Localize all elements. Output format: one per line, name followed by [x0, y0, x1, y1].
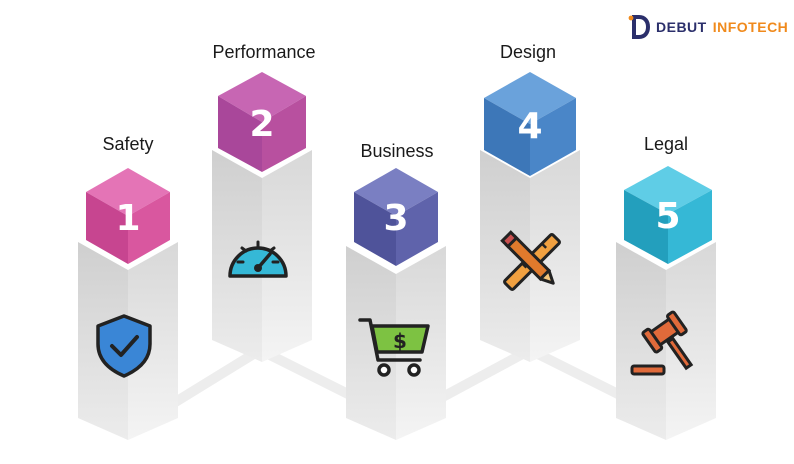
pillar-number: 1 — [115, 198, 140, 239]
pillar-label-business: Business — [360, 141, 434, 161]
pillar-label-design: Design — [499, 42, 557, 62]
pillar-number: 4 — [517, 106, 542, 147]
pillar-number: 3 — [383, 198, 408, 239]
pillar-label-performance: Performance — [212, 42, 316, 62]
pillar-4: 4 — [480, 72, 580, 362]
shield-check-icon — [96, 314, 152, 378]
pencil-ruler-icon — [500, 230, 561, 291]
cube-4: 4 — [484, 72, 576, 176]
pillar-5: 5 — [616, 166, 716, 440]
brand-name-primary: DEBUT — [656, 19, 707, 35]
pillar-2: 2 — [212, 72, 312, 362]
speedometer-icon — [228, 240, 288, 278]
shopping-cart-dollar-icon: $ — [358, 318, 430, 377]
brand-logo: DEBUT INFOTECH — [628, 14, 788, 40]
cube-3: 3 — [354, 168, 438, 266]
pillar-number: 5 — [655, 196, 680, 237]
pillar-3: 3 $ — [346, 168, 446, 440]
cube-1: 1 — [86, 168, 170, 264]
svg-text:$: $ — [393, 329, 407, 353]
pillar-label-legal: Legal — [643, 134, 689, 154]
brand-name-secondary: INFOTECH — [712, 19, 789, 35]
gavel-icon — [630, 310, 694, 376]
cube-2: 2 — [218, 72, 306, 172]
pillar-label-safety: Safety — [102, 134, 154, 154]
pillar-1: 1 — [78, 168, 178, 440]
cube-5: 5 — [624, 166, 712, 264]
debut-logo-icon — [628, 15, 650, 39]
pillar-number: 2 — [249, 104, 274, 145]
